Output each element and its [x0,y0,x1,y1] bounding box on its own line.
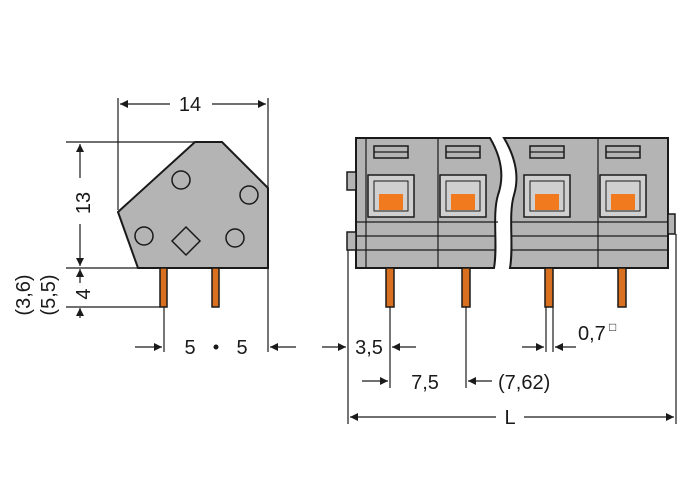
side-hole-bottom [225,228,245,248]
dim-pitch-75: 7,5 [411,372,439,394]
dim-pin-4: 4 [73,288,95,299]
pole-1-actuator [379,194,403,210]
front-dimensions: 3,5 7,5 (7,62) 0,7 □ L [322,234,677,429]
pitch-center-dot [213,344,219,350]
front-pin-2 [461,267,471,308]
side-view [116,141,269,308]
side-hole-left [134,226,154,246]
side-hole-right [239,185,259,205]
side-housing [116,141,269,269]
front-pin-4 [617,267,627,308]
dim-pitch-762: (7,62) [498,372,550,394]
front-view [346,137,676,308]
dim-width-14: 14 [179,94,201,116]
dim-pin-dia: 0,7 [578,323,606,345]
front-clip-right [667,213,676,235]
pole-3-actuator [535,194,559,210]
pole-4-actuator [611,194,635,210]
dim-pitch-5a: 5 [184,337,195,359]
front-pin-1 [385,267,395,308]
dim-pitch-5b: 5 [236,337,247,359]
front-clip-left-top [346,171,357,191]
dim-pin-alt-55: (5,5) [38,274,60,315]
dim-length-L: L [504,407,515,429]
dim-pin-dia-symbol: □ [609,320,616,334]
front-pin-3 [544,267,554,308]
side-pin-left [159,267,168,308]
front-clip-left-bottom [346,231,357,251]
dim-pin-alt-36: (3,6) [13,274,35,315]
dim-offset-35: 3,5 [355,337,383,359]
pole-2-actuator [451,194,475,210]
dim-height-13: 13 [73,192,95,214]
side-dimensions: 14 13 4 (3,6) (5,5) 5 5 [13,94,296,359]
side-hole-top [171,170,191,190]
side-diamond [170,225,202,257]
side-pin-right [211,267,220,308]
